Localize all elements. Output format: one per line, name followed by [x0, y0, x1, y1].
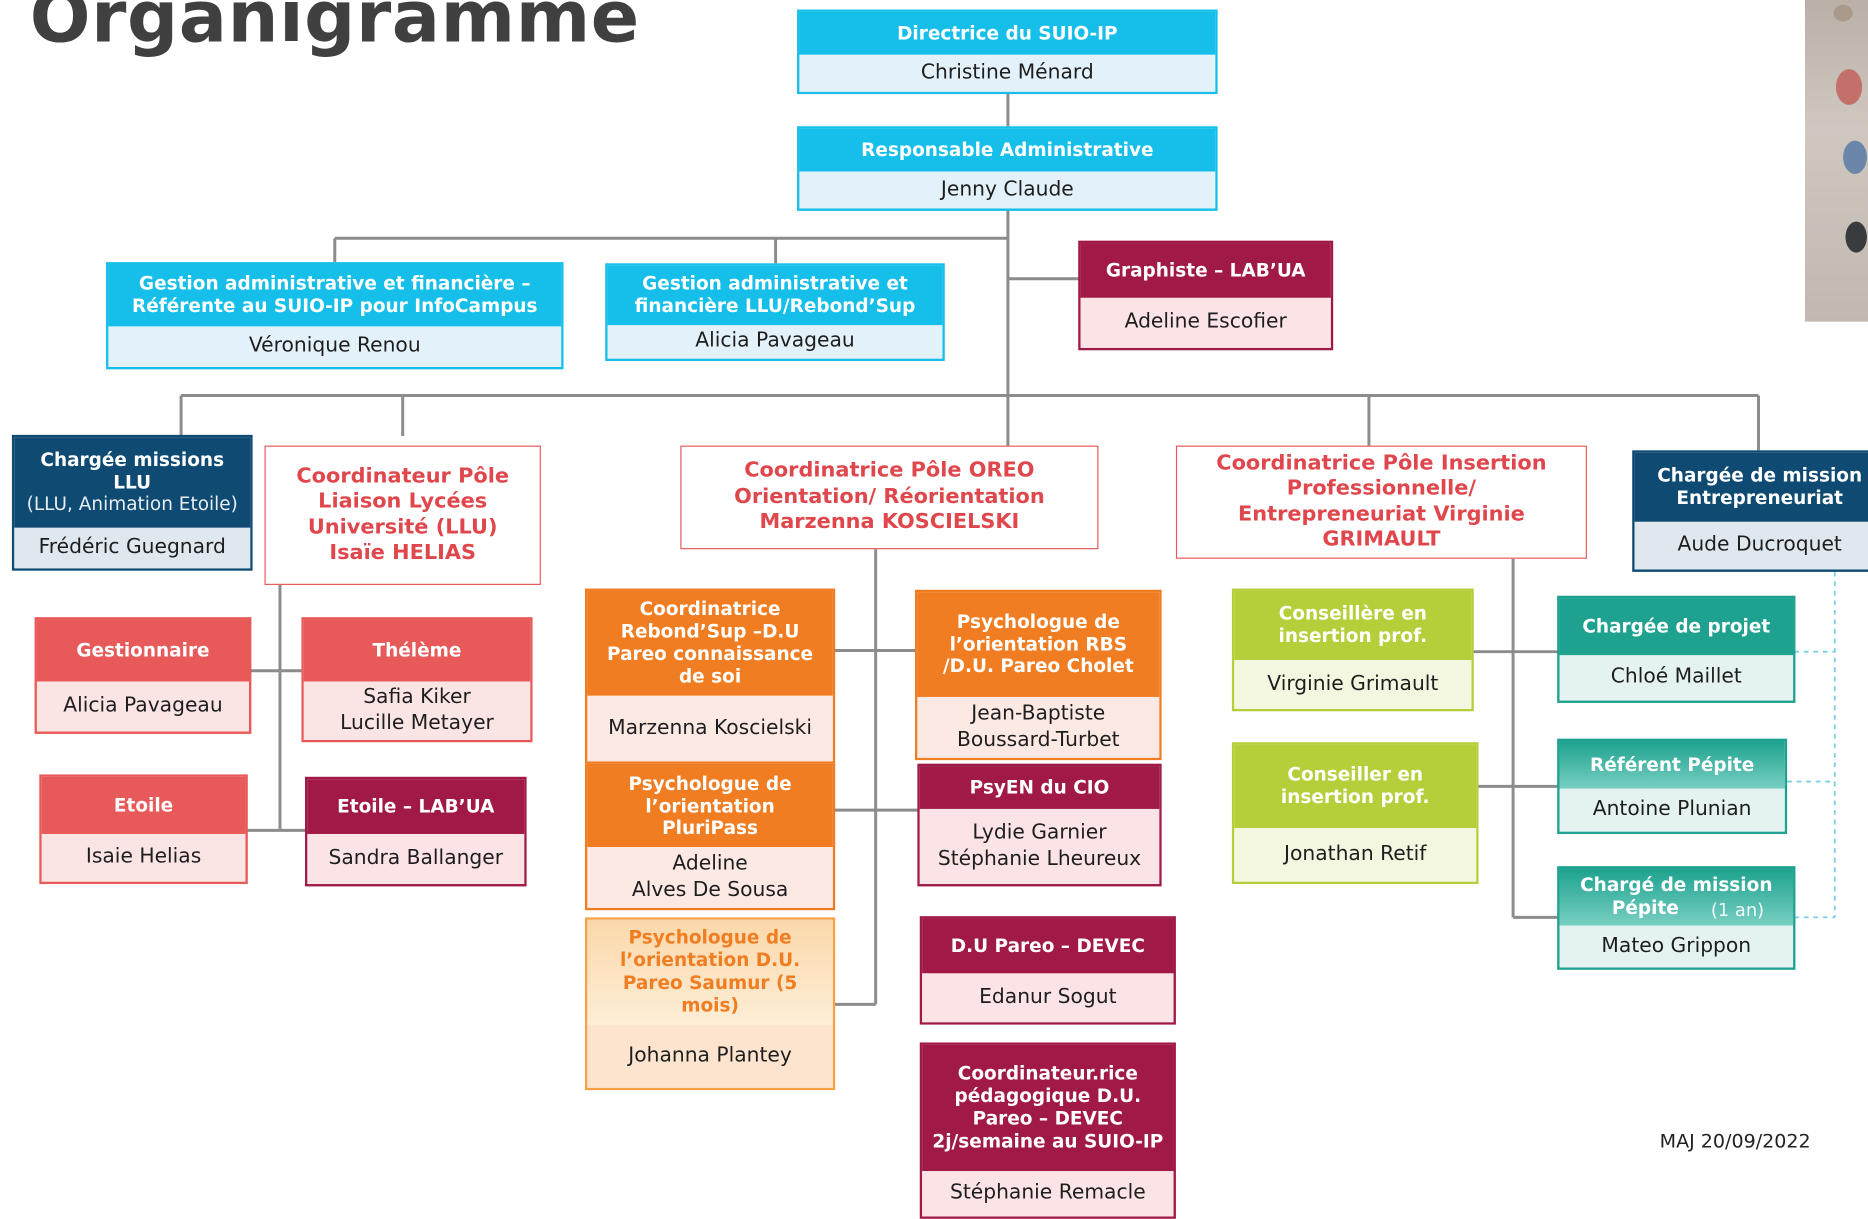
graphiste-name: Adeline Escofier [1080, 297, 1331, 348]
graphiste-role: Graphiste – LAB’UA [1080, 243, 1331, 298]
coord-peda-role: Coordinateur.rice pédagogique D.U. Pareo… [922, 1044, 1174, 1172]
chargee-llu-role: Chargée missions LLU [40, 448, 225, 493]
psy-pluripass-name: Adeline Alves De Sousa [587, 847, 833, 908]
charge-projet-name: Chloé Maillet [1559, 655, 1794, 701]
conseiller-box: Conseiller en insertion prof. Jonathan R… [1231, 742, 1479, 885]
charge-pepite-name: Mateo Grippon [1559, 925, 1794, 968]
psy-cholet-role: Psychologue de l’orientation RBS /D.U. P… [917, 592, 1160, 697]
coord-rebond-box: Coordinatrice Rebond’Sup –D.U Pareo conn… [584, 588, 836, 764]
psy-saumur-name: Johanna Plantey [587, 1024, 833, 1088]
conseillere-role: Conseillère en insertion prof. [1234, 590, 1472, 661]
du-devec-box: D.U Pareo – DEVEC Edanur Sogut [919, 916, 1176, 1025]
etoile-role: Etoile [41, 776, 246, 834]
coord-peda-box: Coordinateur.rice pédagogique D.U. Pareo… [919, 1042, 1176, 1219]
page-title: Organigramme [29, 0, 640, 60]
psyen-name: Lydie Garnier Stéphanie Lheureux [919, 808, 1160, 885]
gestion-admin-name: Véronique Renou [108, 326, 562, 367]
referent-pepite-name: Antoine Plunian [1559, 788, 1785, 832]
conseillere-box: Conseillère en insertion prof. Virginie … [1231, 588, 1474, 712]
gestion-admin-role: Gestion administrative et financière – R… [108, 264, 562, 327]
psyen-box: PsyEN du CIO Lydie Garnier Stéphanie Lhe… [917, 763, 1162, 887]
chargee-entrep-name: Aude Ducroquet [1634, 521, 1868, 570]
chargee-llu-role-sub: (LLU, Animation Etoile) [26, 493, 238, 516]
du-devec-name: Edanur Sogut [922, 973, 1174, 1023]
conseiller-role: Conseiller en insertion prof. [1234, 744, 1477, 829]
chargee-entrep-role: Chargée de mission Entrepreneuriat [1634, 452, 1868, 522]
etoile-lab-role: Etoile – LAB’UA [307, 779, 525, 834]
gestionnaire-box: Gestionnaire Alicia Pavageau [34, 617, 252, 734]
responsable-box: Responsable Administrative Jenny Claude [797, 126, 1218, 211]
theleme-role: Thélème [303, 619, 531, 682]
gestion-llu-box: Gestion administrative et financière LLU… [605, 263, 945, 361]
coord-ip-box: Coordinatrice Pôle Insertion Professionn… [1175, 445, 1587, 559]
etoile-name: Isaie Helias [41, 833, 246, 882]
theleme-name: Safia Kiker Lucille Metayer [303, 681, 531, 740]
team-photo [1804, 0, 1868, 322]
gestion-admin-box: Gestion administrative et financière – R… [106, 262, 564, 370]
conseillere-name: Virginie Grimault [1234, 660, 1472, 709]
psyen-role: PsyEN du CIO [919, 766, 1160, 809]
coord-peda-name: Stéphanie Remacle [922, 1171, 1174, 1217]
psy-pluripass-box: Psychologue de l’orientation PluriPass A… [584, 763, 836, 911]
psy-cholet-box: Psychologue de l’orientation RBS /D.U. P… [914, 589, 1162, 761]
psy-saumur-box: Psychologue de l’orientation D.U. Pareo … [584, 917, 836, 1091]
responsable-role: Responsable Administrative [799, 128, 1216, 172]
gestionnaire-role: Gestionnaire [36, 619, 250, 682]
coord-oreo-box: Coordinatrice Pôle OREO Orientation/ Réo… [680, 445, 1099, 550]
chargee-llu-name: Frédéric Guegnard [14, 527, 251, 569]
gestionnaire-name: Alicia Pavageau [36, 681, 250, 732]
charge-projet-box: Chargée de projet Chloé Maillet [1557, 595, 1796, 703]
charge-pepite-duration: (1 an) [1710, 899, 1765, 921]
etoile-box: Etoile Isaie Helias [39, 774, 248, 885]
du-devec-role: D.U Pareo – DEVEC [922, 918, 1174, 974]
gestion-llu-role: Gestion administrative et financière LLU… [607, 265, 943, 326]
charge-projet-role: Chargée de projet [1559, 598, 1794, 656]
graphiste-box: Graphiste – LAB’UA Adeline Escofier [1078, 240, 1334, 351]
theleme-box: Thélème Safia Kiker Lucille Metayer [301, 617, 533, 743]
conseiller-name: Jonathan Retif [1234, 828, 1477, 882]
psy-pluripass-role: Psychologue de l’orientation PluriPass [587, 766, 833, 848]
etoile-lab-name: Sandra Ballanger [307, 833, 525, 885]
responsable-name: Jenny Claude [799, 171, 1216, 209]
coord-rebond-name: Marzenna Koscielski [587, 695, 833, 762]
psy-cholet-name: Jean-Baptiste Boussard-Turbet [917, 696, 1160, 758]
referent-pepite-role: Référent Pépite [1559, 741, 1785, 789]
gestion-llu-name: Alicia Pavageau [607, 325, 943, 359]
chargee-llu-box: Chargée missions LLU (LLU, Animation Eto… [11, 434, 253, 571]
update-note: MAJ 20/09/2022 [1659, 1129, 1811, 1153]
coord-rebond-role: Coordinatrice Rebond’Sup –D.U Pareo conn… [587, 590, 833, 696]
directrice-box: Directrice du SUIO-IP Christine Ménard [797, 9, 1218, 95]
referent-pepite-box: Référent Pépite Antoine Plunian [1557, 738, 1788, 834]
chargee-entrep-box: Chargée de mission Entrepreneuriat Aude … [1632, 450, 1868, 572]
coord-llu-box: Coordinateur Pôle Liaison Lycées Univers… [264, 445, 541, 585]
etoile-lab-box: Etoile – LAB’UA Sandra Ballanger [304, 776, 527, 887]
psy-saumur-role: Psychologue de l’orientation D.U. Pareo … [587, 919, 833, 1025]
directrice-role: Directrice du SUIO-IP [799, 11, 1216, 55]
directrice-name: Christine Ménard [799, 54, 1216, 92]
